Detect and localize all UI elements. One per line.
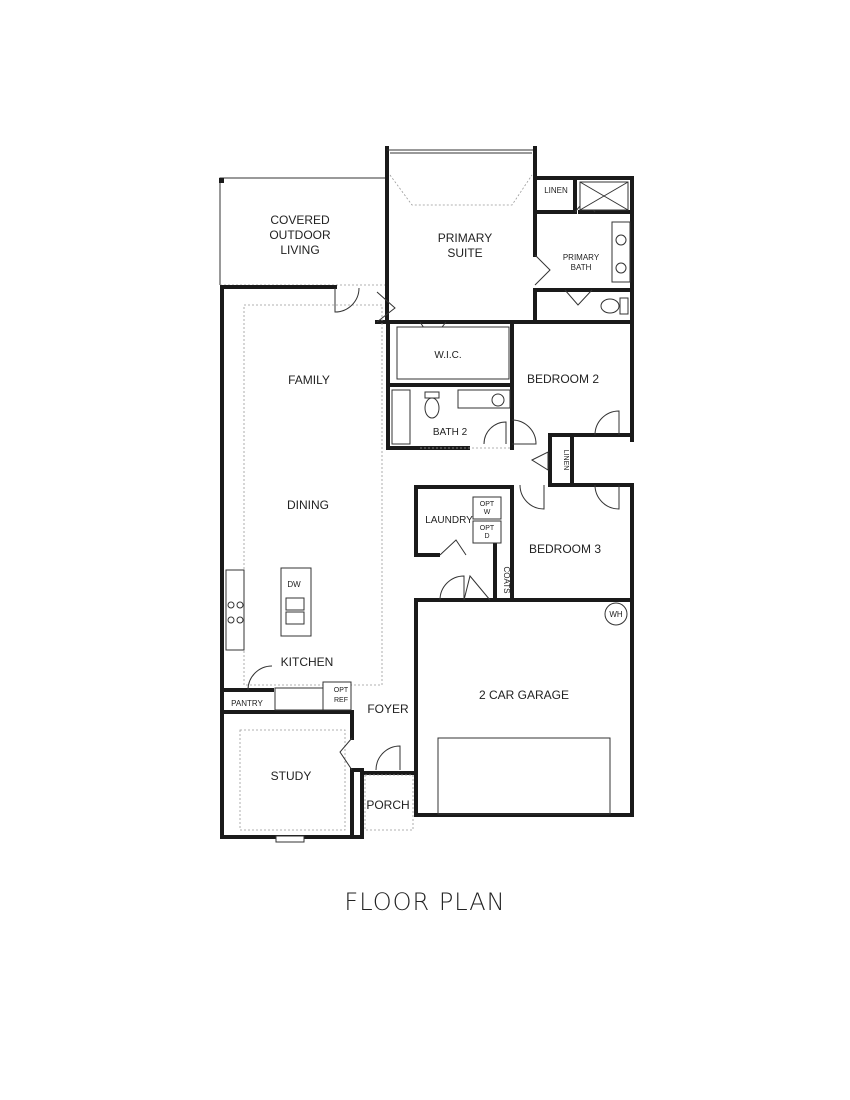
label-family: FAMILY [288, 373, 330, 387]
label-wh: WH [609, 610, 623, 619]
label-linen-hall: LINEN [562, 450, 569, 471]
label-primary-suite-1: PRIMARY [438, 231, 492, 245]
label-dw: DW [287, 580, 301, 589]
label-dining: DINING [287, 498, 329, 512]
label-primary-bath-1: PRIMARY [563, 253, 600, 262]
label-opt-d-1: OPT [480, 525, 495, 532]
label-covered-outdoor-living-1: COVERED [270, 213, 330, 227]
primary-suite-bay [385, 146, 537, 292]
label-opt-d-2: D [484, 533, 489, 540]
exterior-walls [220, 176, 634, 839]
label-bedroom-2: BEDROOM 2 [527, 372, 599, 386]
label-coats: COATS [502, 567, 511, 594]
label-foyer: FOYER [367, 702, 409, 716]
label-study: STUDY [271, 769, 312, 783]
label-porch: PORCH [366, 798, 409, 812]
label-opt-w-2: W [484, 509, 491, 516]
ceiling-lines [239, 304, 510, 831]
label-garage: 2 CAR GARAGE [479, 688, 569, 702]
label-bath-2: BATH 2 [433, 427, 468, 438]
label-primary-suite-2: SUITE [447, 246, 482, 260]
label-wic: W.I.C. [434, 350, 461, 361]
label-covered-outdoor-living-2: OUTDOOR [269, 228, 331, 242]
label-laundry: LAUNDRY [425, 515, 473, 526]
label-opt-ref-1: OPT [334, 687, 349, 694]
label-covered-outdoor-living-3: LIVING [280, 243, 319, 257]
label-opt-w-1: OPT [480, 501, 495, 508]
label-bedroom-3: BEDROOM 3 [529, 542, 601, 556]
label-kitchen: KITCHEN [281, 655, 334, 669]
page-title: FLOOR PLAN [344, 888, 505, 916]
label-primary-bath-2: BATH [571, 263, 592, 272]
interior-walls [220, 176, 634, 839]
label-opt-ref-2: REF [334, 697, 348, 704]
label-pantry: PANTRY [231, 699, 263, 708]
fixtures [225, 181, 631, 843]
label-linen-primary: LINEN [544, 186, 568, 195]
